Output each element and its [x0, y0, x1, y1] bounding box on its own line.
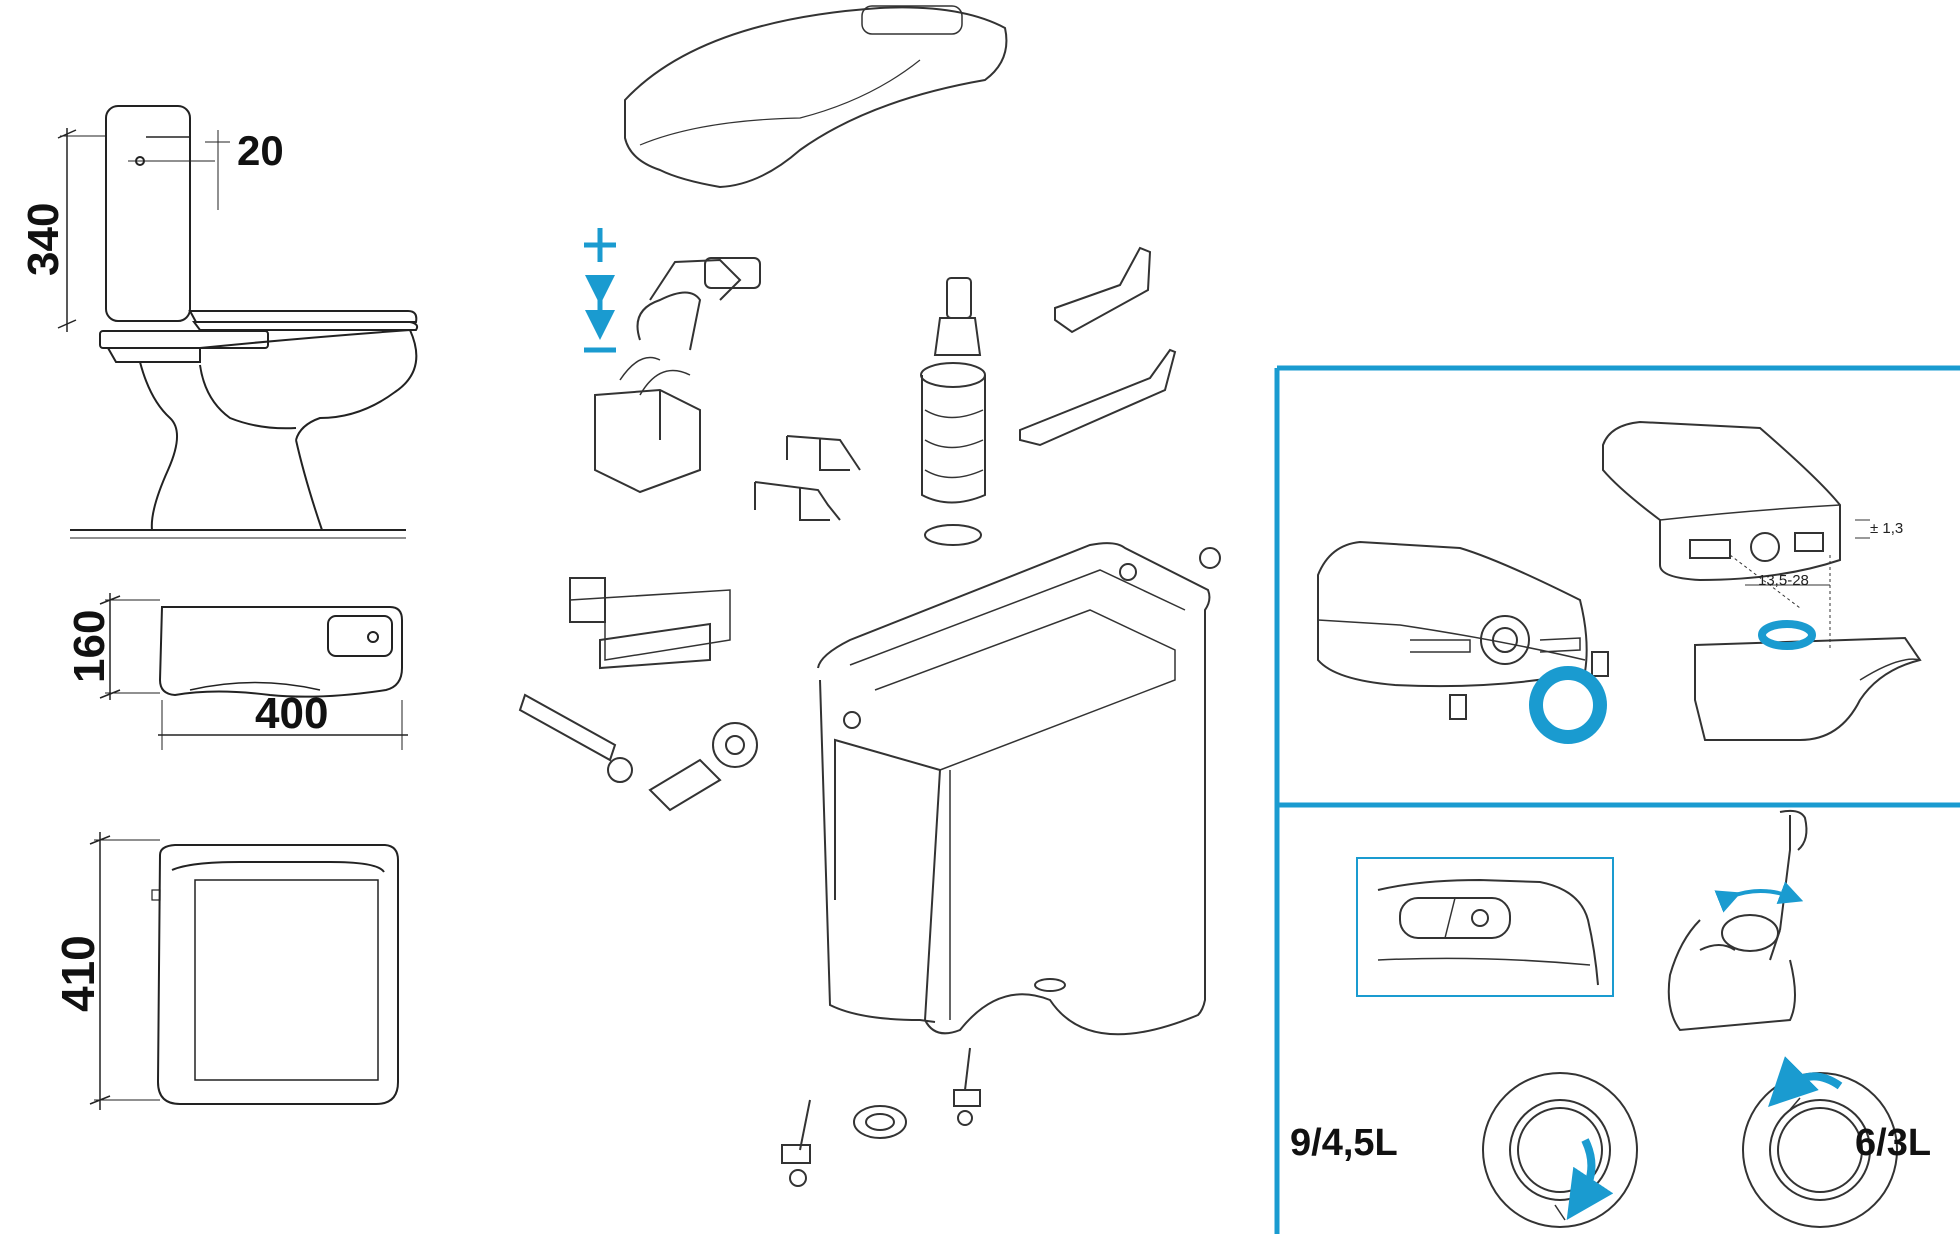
dial-9-4-5: [1482, 1072, 1638, 1228]
front-view-drawing: [89, 832, 399, 1110]
rotate-arrow-icon: [1714, 881, 1804, 913]
flush-valve: [920, 277, 986, 546]
cistern-lid: [624, 5, 1008, 189]
rotate-up-arrow-icon: [1768, 1056, 1843, 1107]
mounting-brackets: [569, 435, 861, 670]
flush-levers: [1019, 246, 1177, 447]
width-label: 400: [255, 689, 328, 738]
rotate-down-arrow-icon: [1566, 1138, 1614, 1220]
top-view-drawing: [99, 593, 408, 750]
seal-gasket-icon: [1758, 620, 1816, 650]
full-flush-label: 9/4,5L: [1290, 1122, 1398, 1164]
reduced-flush-label: 6/3L: [1855, 1122, 1931, 1164]
installation-panel: ± 1,3 13,5-28: [1274, 365, 1960, 1234]
bottom-fittings: [781, 1047, 981, 1187]
cistern-body: [817, 542, 1211, 1036]
seal-ring-icon: [1529, 666, 1607, 744]
range-label: 13,5-28: [1758, 572, 1809, 589]
button-offset-label: 20: [237, 127, 284, 174]
inlet-fittings: [518, 547, 1221, 812]
depth-label: 160: [65, 610, 114, 683]
fill-valve: [594, 257, 761, 494]
length-label: 410: [52, 935, 104, 1012]
tolerance-label: ± 1,3: [1870, 520, 1903, 537]
side-view-drawing: [57, 105, 419, 539]
tank-height-label: 340: [19, 203, 68, 276]
float-adjust-indicator: [584, 228, 616, 353]
button-inset-frame: [1356, 857, 1614, 997]
